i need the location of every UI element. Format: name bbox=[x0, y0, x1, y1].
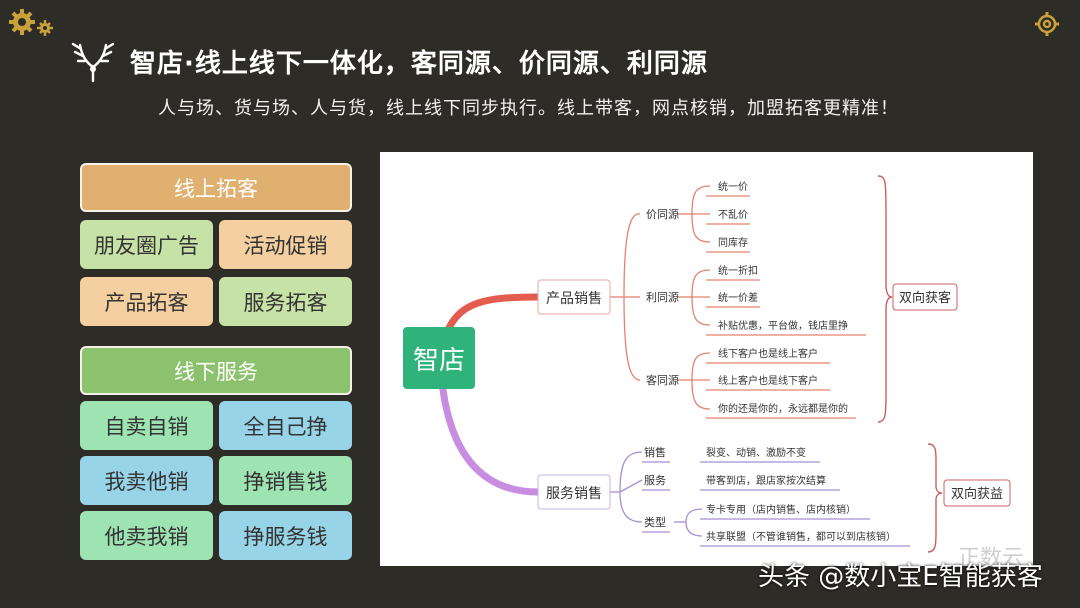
offline-item: 挣服务钱 bbox=[219, 511, 352, 560]
page-subtitle: 人与场、货与场、人与货，线上线下同步执行。线上带客，网点核销，加盟拓客更精准！ bbox=[158, 98, 899, 119]
header: 智店·线上线下一体化，客同源、价同源、利同源 bbox=[70, 38, 708, 84]
mindmap-leaf: 统一价差 bbox=[718, 291, 758, 304]
mindmap-leaf: 线上客户也是线下客户 bbox=[718, 374, 818, 387]
offline-item: 我卖他销 bbox=[80, 456, 213, 505]
mindmap-leaf: 补贴优惠，平台做，钱店里挣 bbox=[718, 319, 848, 332]
mindmap-leaf: 线下客户也是线上客户 bbox=[718, 347, 818, 360]
online-item: 朋友圈广告 bbox=[80, 220, 213, 269]
gear-icon bbox=[9, 9, 53, 36]
mindmap-leaf: 同库存 bbox=[718, 236, 748, 249]
online-item: 活动促销 bbox=[219, 220, 352, 269]
corner-watermark: 正数云 bbox=[958, 546, 1025, 571]
gear-icon bbox=[1035, 12, 1059, 36]
online-header: 线上拓客 bbox=[80, 163, 352, 212]
online-item: 服务拓客 bbox=[219, 277, 352, 326]
mindmap-root: 智店 bbox=[413, 346, 465, 376]
mindmap-group-label: 销售 bbox=[644, 445, 666, 459]
mindmap-summary: 双向获益 bbox=[951, 486, 1003, 502]
mindmap-group-label: 利同源 bbox=[646, 290, 679, 304]
mindmap-panel: 智店 产品销售 价同源 利同源 客同源 统一价 不乱价 同库存 统一折扣 统一价… bbox=[380, 152, 1033, 566]
offline-item: 自卖自销 bbox=[80, 401, 213, 450]
online-item: 产品拓客 bbox=[80, 277, 213, 326]
mindmap-leaf: 统一价 bbox=[718, 180, 748, 193]
mindmap-leaf: 你的还是你的，永远都是你的 bbox=[718, 402, 848, 415]
offline-item: 挣销售钱 bbox=[219, 456, 352, 505]
watermark: 头条 @数小宝E智能获客 bbox=[758, 562, 1043, 592]
mindmap-group-label: 类型 bbox=[644, 515, 666, 529]
mindmap-group-label: 服务 bbox=[644, 474, 666, 487]
mindmap-leaf: 统一折扣 bbox=[718, 264, 758, 277]
mindmap-product-node: 产品销售 bbox=[546, 291, 602, 307]
mindmap-leaf: 不乱价 bbox=[718, 209, 748, 221]
offline-item: 全自己挣 bbox=[219, 401, 352, 450]
antler-logo-icon bbox=[71, 42, 115, 83]
mindmap-leaf: 带客到店，跟店家按次结算 bbox=[706, 474, 826, 487]
mindmap-group-label: 客同源 bbox=[646, 373, 679, 387]
mindmap: 智店 产品销售 价同源 利同源 客同源 统一价 不乱价 同库存 统一折扣 统一价… bbox=[403, 175, 1011, 553]
mindmap-leaf: 裂变、动销、激励不变 bbox=[706, 446, 806, 459]
page-title: 智店·线上线下一体化，客同源、价同源、利同源 bbox=[130, 48, 708, 79]
mindmap-leaf: 共享联盟（不管谁销售，都可以到店核销） bbox=[706, 530, 896, 543]
mindmap-service-node: 服务销售 bbox=[546, 486, 602, 502]
mindmap-group-label: 价同源 bbox=[646, 207, 679, 221]
mindmap-leaf: 专卡专用（店内销售、店内核销） bbox=[706, 503, 856, 516]
mindmap-summary: 双向获客 bbox=[899, 290, 951, 306]
offline-header: 线下服务 bbox=[80, 346, 352, 395]
offline-item: 他卖我销 bbox=[80, 511, 213, 560]
